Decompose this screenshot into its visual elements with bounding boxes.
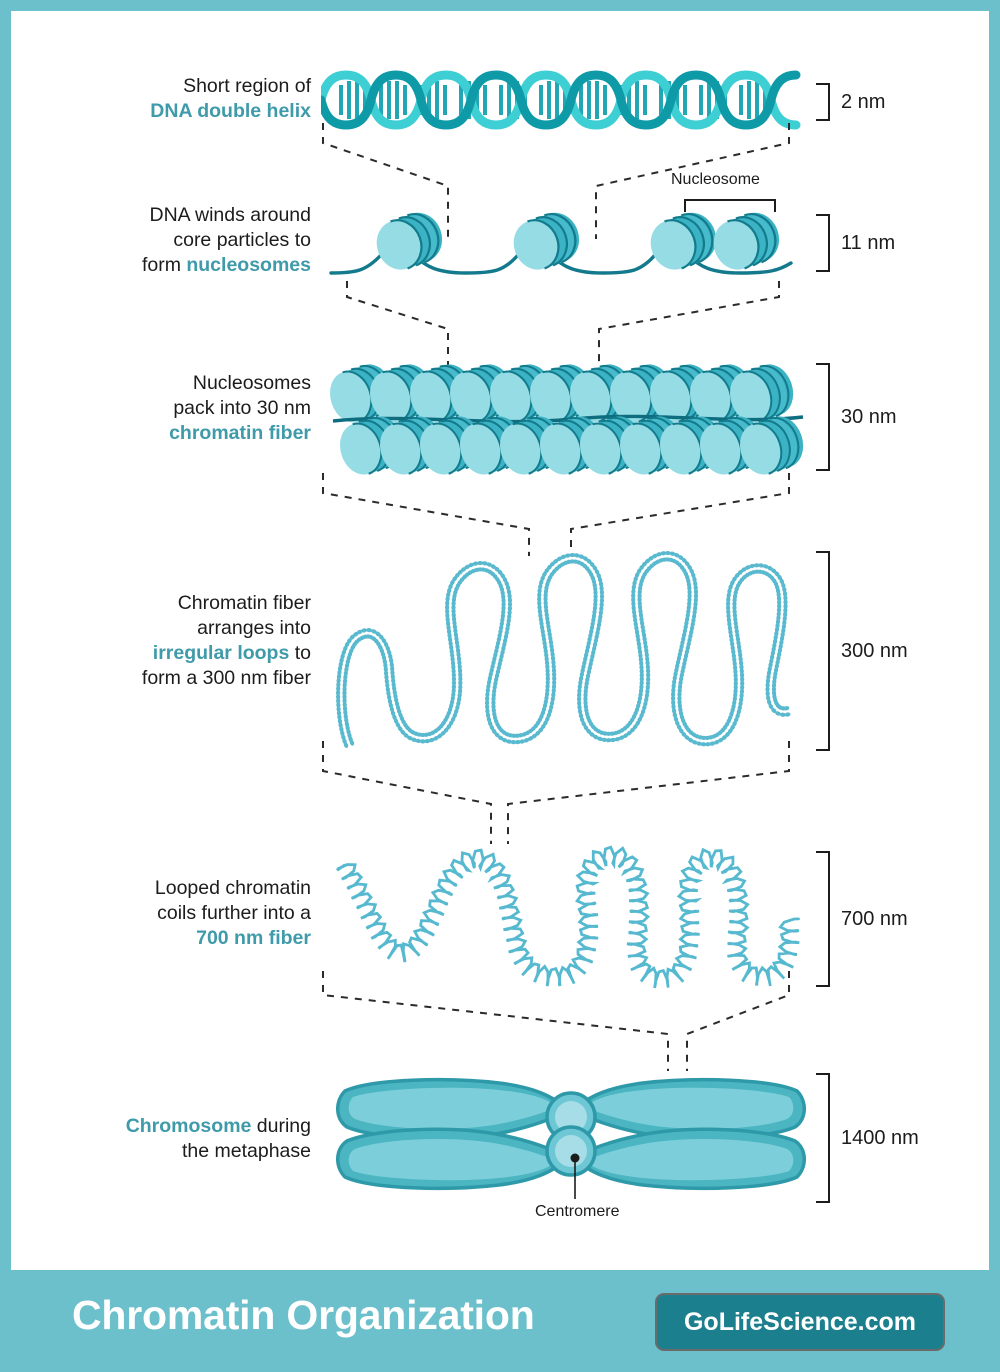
scale-700nm: 700 nm bbox=[816, 851, 908, 987]
figure-irregular-loops-300nm bbox=[331, 539, 811, 751]
label-accent: Chromosome bbox=[125, 1115, 252, 1137]
label-coiled-fiber: Looped chromatin coils further into a 70… bbox=[31, 876, 311, 951]
label-dna-double-helix: Short region of DNA double helix bbox=[41, 74, 311, 124]
label-metaphase-chromosome: Chromosome during the metaphase bbox=[31, 1114, 311, 1164]
scale-300nm: 300 nm bbox=[816, 551, 908, 751]
infographic-canvas: Short region of DNA double helix bbox=[11, 11, 989, 1270]
footer-bar: Chromatin Organization GoLifeScience.com bbox=[0, 1272, 1000, 1372]
label-line-2: core particles to bbox=[173, 229, 311, 251]
figure-chromatin-fiber-30nm bbox=[329, 361, 804, 476]
website-badge-label: GoLifeScience.com bbox=[683, 1307, 917, 1336]
scale-bracket bbox=[816, 551, 830, 751]
scale-label: 300 nm bbox=[841, 639, 908, 662]
label-line-3: form bbox=[141, 254, 187, 276]
scale-30nm: 30 nm bbox=[816, 363, 897, 471]
label-line-2: coils further into a bbox=[157, 902, 311, 924]
scale-label: 11 nm bbox=[841, 231, 896, 254]
label-line-1: Chromatin fiber bbox=[177, 592, 311, 614]
footer-title: Chromatin Organization bbox=[72, 1292, 535, 1338]
callout-nucleosome-label: Nucleosome bbox=[671, 171, 760, 188]
scale-bracket bbox=[816, 83, 830, 121]
label-line-3: to bbox=[289, 642, 311, 664]
label-accent: 700 nm fiber bbox=[196, 927, 311, 949]
label-line-2: the metaphase bbox=[181, 1140, 311, 1162]
scale-2nm: 2 nm bbox=[816, 83, 885, 121]
label-line-1: DNA winds around bbox=[149, 204, 311, 226]
label-nucleosomes: DNA winds around core particles to form … bbox=[31, 203, 311, 278]
label-irregular-loops: Chromatin fiber arranges into irregular … bbox=[31, 591, 311, 691]
website-badge[interactable]: GoLifeScience.com bbox=[655, 1293, 945, 1351]
callout-centromere-label: Centromere bbox=[535, 1203, 620, 1220]
figure-dna-double-helix bbox=[321, 69, 801, 131]
label-accent: DNA double helix bbox=[150, 100, 311, 122]
label-accent: nucleosomes bbox=[186, 254, 311, 276]
figure-nucleosomes bbox=[326, 201, 796, 281]
label-line-1: Short region of bbox=[183, 75, 311, 97]
label-line-1: Looped chromatin bbox=[154, 877, 311, 899]
scale-1400nm: 1400 nm bbox=[816, 1073, 919, 1203]
label-line-1: during bbox=[251, 1115, 311, 1137]
label-line-2: arranges into bbox=[197, 617, 311, 639]
scale-bracket bbox=[816, 363, 830, 471]
figure-coiled-fiber-700nm bbox=[331, 837, 811, 989]
label-accent: irregular loops bbox=[152, 642, 290, 664]
label-chromatin-fiber: Nucleosomes pack into 30 nm chromatin fi… bbox=[31, 371, 311, 446]
scale-label: 2 nm bbox=[841, 90, 886, 113]
scale-11nm: 11 nm bbox=[816, 214, 895, 272]
scale-bracket bbox=[816, 1073, 830, 1203]
scale-label: 700 nm bbox=[841, 907, 908, 930]
scale-bracket bbox=[816, 214, 830, 272]
scale-bracket bbox=[816, 851, 830, 987]
callout-nucleosome-bracket bbox=[684, 199, 776, 212]
scale-label: 30 nm bbox=[841, 405, 897, 428]
label-line-2: pack into 30 nm bbox=[173, 397, 311, 419]
scale-label: 1400 nm bbox=[841, 1126, 919, 1149]
label-accent: chromatin fiber bbox=[169, 422, 311, 444]
figure-metaphase-chromosome bbox=[331, 1059, 811, 1209]
label-line-4: form a 300 nm fiber bbox=[141, 667, 311, 689]
label-line-1: Nucleosomes bbox=[192, 372, 311, 394]
